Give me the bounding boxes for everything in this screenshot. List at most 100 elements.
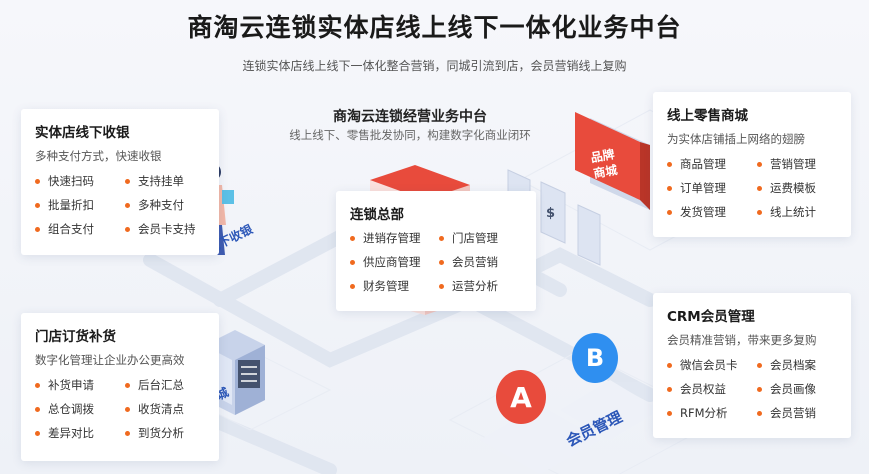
feature-label: 财务管理 bbox=[363, 279, 409, 293]
bullet-icon bbox=[125, 202, 130, 208]
list-item: 到货分析 bbox=[125, 425, 205, 441]
list-item: 后台汇总 bbox=[125, 377, 205, 393]
list-item: 发货管理 bbox=[667, 204, 747, 220]
feature-label: 微信会员卡 bbox=[680, 358, 738, 372]
bullet-icon bbox=[757, 161, 762, 167]
list-item: 订单管理 bbox=[667, 180, 747, 196]
bullet-icon bbox=[439, 283, 444, 289]
bullet-icon bbox=[35, 178, 40, 184]
list-item: 快速扫码 bbox=[35, 173, 115, 189]
list-item: 多种支付 bbox=[125, 197, 205, 213]
feature-label: 会员档案 bbox=[770, 358, 816, 372]
list-item: 差异对比 bbox=[35, 425, 115, 441]
feature-label: 到货分析 bbox=[138, 426, 184, 440]
payment-icon-dollar: $ bbox=[546, 206, 556, 221]
bullet-icon bbox=[667, 185, 672, 191]
feature-label: 会员营销 bbox=[770, 406, 816, 420]
feature-label: 批量折扣 bbox=[48, 198, 94, 212]
feature-label: 补货申请 bbox=[48, 378, 94, 392]
feature-label: 后台汇总 bbox=[138, 378, 184, 392]
feature-label: 收货清点 bbox=[138, 402, 184, 416]
feature-label: 总仓调拨 bbox=[48, 402, 94, 416]
page-title: 商淘云连锁实体店线上线下一体化业务中台 bbox=[187, 13, 682, 42]
card-title: 线上零售商城 bbox=[667, 108, 748, 124]
bullet-icon bbox=[757, 209, 762, 215]
list-item: 进销存管理 bbox=[350, 230, 433, 246]
feature-label: 组合支付 bbox=[48, 222, 94, 236]
feature-label: 线上统计 bbox=[770, 205, 816, 219]
list-item: 会员营销 bbox=[757, 405, 837, 421]
list-item: 收货清点 bbox=[125, 401, 205, 417]
bullet-icon bbox=[125, 226, 130, 232]
feature-label: 发货管理 bbox=[680, 205, 726, 219]
feature-label: 会员卡支持 bbox=[138, 222, 196, 236]
bullet-icon bbox=[125, 382, 130, 388]
bullet-icon bbox=[35, 406, 40, 412]
platform-subtitle: 线上线下、零售批发协同，构建数字化商业闭环 bbox=[289, 128, 531, 142]
feature-label: 订单管理 bbox=[680, 181, 726, 195]
feature-label: 供应商管理 bbox=[363, 255, 421, 269]
list-item: 运营分析 bbox=[439, 278, 522, 294]
feature-label: RFM分析 bbox=[680, 406, 728, 420]
list-item: RFM分析 bbox=[667, 405, 747, 421]
feature-list: 补货申请 后台汇总 总仓调拨 收货清点 差异对比 到货分析 bbox=[35, 377, 205, 441]
platform-title: 商淘云连锁经营业务中台 bbox=[333, 109, 487, 125]
crm-member-card: CRM会员管理 会员精准营销，带来更多复购 微信会员卡 会员档案 会员权益 会员… bbox=[653, 293, 851, 438]
card-desc: 会员精准营销，带来更多复购 bbox=[667, 333, 817, 347]
card-desc: 数字化管理让企业办公更高效 bbox=[35, 353, 185, 367]
store-replenish-card: 门店订货补货 数字化管理让企业办公更高效 补货申请 后台汇总 总仓调拨 收货清点… bbox=[21, 313, 219, 461]
bullet-icon bbox=[35, 202, 40, 208]
card-desc: 为实体店铺插上网络的翅膀 bbox=[667, 132, 805, 146]
card-desc: 多种支付方式，快速收银 bbox=[35, 149, 162, 163]
feature-label: 门店管理 bbox=[452, 231, 498, 245]
feature-list: 微信会员卡 会员档案 会员权益 会员画像 RFM分析 会员营销 bbox=[667, 357, 837, 421]
feature-label: 多种支付 bbox=[138, 198, 184, 212]
list-item: 会员营销 bbox=[439, 254, 522, 270]
card-title: CRM会员管理 bbox=[667, 309, 755, 325]
feature-label: 商品管理 bbox=[680, 157, 726, 171]
feature-label: 运费模板 bbox=[770, 181, 816, 195]
bullet-icon bbox=[757, 362, 762, 368]
bullet-icon bbox=[350, 235, 355, 241]
list-item: 批量折扣 bbox=[35, 197, 115, 213]
page-subtitle: 连锁实体店线上线下一体化整合营销，同城引流到店，会员营销线上复购 bbox=[242, 59, 627, 73]
list-item: 会员权益 bbox=[667, 381, 747, 397]
list-item: 会员卡支持 bbox=[125, 221, 205, 237]
feature-label: 差异对比 bbox=[48, 426, 94, 440]
list-item: 组合支付 bbox=[35, 221, 115, 237]
feature-label: 会员画像 bbox=[770, 382, 816, 396]
feature-label: 快速扫码 bbox=[48, 174, 94, 188]
bullet-icon bbox=[757, 386, 762, 392]
bullet-icon bbox=[667, 362, 672, 368]
list-item: 支持挂单 bbox=[125, 173, 205, 189]
member-badge-b: B bbox=[572, 333, 618, 383]
list-item: 商品管理 bbox=[667, 156, 747, 172]
feature-label: 运营分析 bbox=[452, 279, 498, 293]
bullet-icon bbox=[350, 283, 355, 289]
feature-label: 支持挂单 bbox=[138, 174, 184, 188]
bullet-icon bbox=[757, 410, 762, 416]
list-item: 营销管理 bbox=[757, 156, 837, 172]
card-title: 实体店线下收银 bbox=[35, 125, 130, 141]
bullet-icon bbox=[757, 185, 762, 191]
feature-label: 会员权益 bbox=[680, 382, 726, 396]
bullet-icon bbox=[35, 226, 40, 232]
bullet-icon bbox=[35, 430, 40, 436]
bullet-icon bbox=[667, 386, 672, 392]
card-title: 门店订货补货 bbox=[35, 329, 116, 345]
bullet-icon bbox=[35, 382, 40, 388]
chain-hq-card: 连锁总部 进销存管理 门店管理 供应商管理 会员营销 财务管理 运营分析 bbox=[336, 191, 536, 311]
member-badge-a: A bbox=[496, 370, 546, 424]
bullet-icon bbox=[667, 209, 672, 215]
feature-list: 快速扫码 支持挂单 批量折扣 多种支付 组合支付 会员卡支持 bbox=[35, 173, 205, 237]
online-retail-card: 线上零售商城 为实体店铺插上网络的翅膀 商品管理 营销管理 订单管理 运费模板 … bbox=[653, 92, 851, 237]
bullet-icon bbox=[439, 235, 444, 241]
list-item: 总仓调拨 bbox=[35, 401, 115, 417]
list-item: 运费模板 bbox=[757, 180, 837, 196]
feature-list: 进销存管理 门店管理 供应商管理 会员营销 财务管理 运营分析 bbox=[350, 230, 522, 294]
list-item: 门店管理 bbox=[439, 230, 522, 246]
list-item: 补货申请 bbox=[35, 377, 115, 393]
list-item: 会员画像 bbox=[757, 381, 837, 397]
bullet-icon bbox=[125, 178, 130, 184]
feature-label: 进销存管理 bbox=[363, 231, 421, 245]
